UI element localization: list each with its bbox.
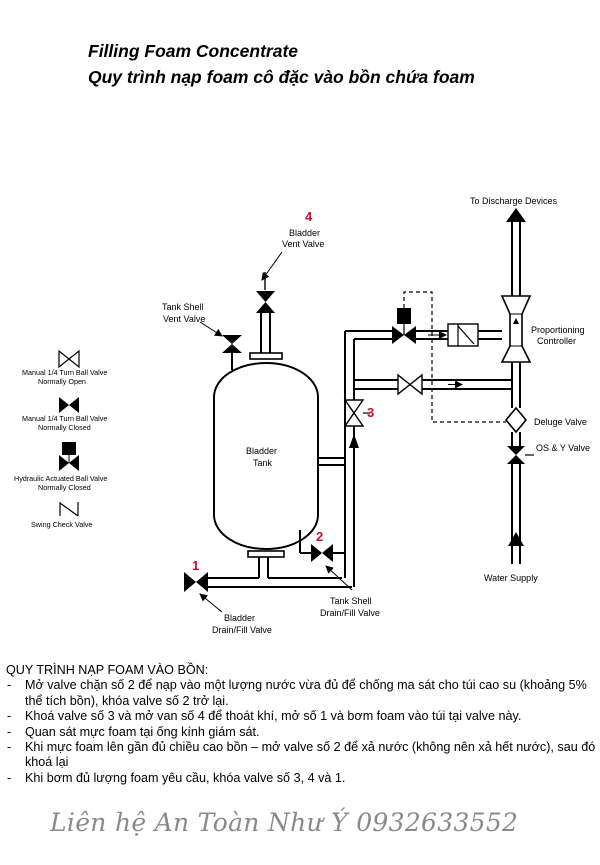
legend-hydraulic-valve-icon	[59, 442, 79, 471]
number-2: 2	[316, 529, 323, 544]
procedure-step: Khoá valve số 3 và mở van số 4 để thoát …	[6, 709, 596, 725]
bottom-nozzle	[206, 465, 355, 588]
procedure-step: Mở valve chặn số 2 để nạp vào một lượng …	[6, 678, 596, 709]
label-discharge: To Discharge Devices	[470, 196, 558, 206]
deluge-valve-icon[interactable]	[504, 406, 528, 434]
label-proportioning: Proportioning	[531, 325, 585, 335]
label-drain-fill: Drain/Fill Valve	[212, 625, 272, 635]
legend-open-line1: Manual 1/4 Turn Ball Valve	[22, 368, 107, 377]
valve-2-icon[interactable]	[299, 530, 345, 562]
water-to-tank-line	[354, 379, 512, 390]
pointer-arrow	[325, 565, 353, 591]
water-supply-pipe	[508, 362, 524, 564]
label-vent-valve: Vent Valve	[282, 239, 324, 249]
label-bladder: Bladder	[246, 446, 277, 456]
legend-open-line2: Normally Open	[38, 377, 86, 386]
top-nozzle	[249, 312, 283, 360]
normally-open-valve-icon[interactable]	[397, 373, 423, 396]
legend: Manual 1/4 Turn Ball Valve Normally Open…	[14, 349, 107, 529]
label-vent-bladder: Bladder	[289, 228, 320, 238]
legend-closed-valve-icon	[59, 397, 79, 413]
legend-check-valve-icon	[59, 502, 79, 517]
procedure-step: Khi mực foam lên gần đủ chiều cao bồn – …	[6, 740, 596, 771]
foam-concentrate-line	[344, 330, 502, 465]
legend-hydraulic-line2: Normally Closed	[38, 483, 91, 492]
pointer-arrow	[199, 321, 223, 337]
pointer-arrow	[199, 593, 223, 613]
label-tank-shell: Tank Shell	[162, 302, 204, 312]
legend-check-label: Swing Check Valve	[31, 520, 92, 529]
label-shell-drain: Tank Shell	[330, 596, 372, 606]
procedure-section: QUY TRÌNH NẠP FOAM VÀO BỒN: Mở valve chặ…	[6, 663, 596, 787]
valve-3-icon[interactable]	[343, 399, 370, 427]
diagram-subtitle: Quy trình nạp foam cô đặc vào bồn chứa f…	[88, 67, 475, 87]
proportioning-controller	[500, 295, 532, 363]
label-deluge: Deluge Valve	[534, 417, 587, 427]
contact-watermark: Liên hệ An Toàn Như Ý 0932633552	[50, 808, 519, 837]
label-osy: OS & Y Valve	[536, 443, 590, 453]
osy-valve-icon[interactable]	[507, 446, 534, 464]
label-drain-bladder: Bladder	[224, 613, 255, 623]
diagram-title: Filling Foam Concentrate	[88, 41, 299, 61]
label-shell-drain-fill: Drain/Fill Valve	[320, 608, 380, 618]
label-tank: Tank	[253, 458, 273, 468]
procedure-title: QUY TRÌNH NẠP FOAM VÀO BỒN:	[6, 663, 209, 677]
legend-closed-line1: Manual 1/4 Turn Ball Valve	[22, 414, 107, 423]
label-water-supply: Water Supply	[484, 573, 538, 583]
procedure-step: Khi bơm đủ lượng foam yêu cầu, khóa valv…	[6, 771, 596, 787]
legend-hydraulic-line1: Hydraulic Actuated Ball Valve	[14, 474, 107, 483]
valve-4-icon[interactable]	[256, 291, 275, 313]
number-4: 4	[305, 209, 313, 224]
piping-diagram: To Discharge Devices Proportioning Contr…	[14, 196, 590, 635]
discharge-pipe	[506, 208, 526, 296]
pointer-arrow	[261, 251, 283, 281]
valve-1-icon[interactable]	[184, 572, 208, 592]
legend-closed-line2: Normally Closed	[38, 423, 91, 432]
hydraulic-sensing-line	[403, 291, 506, 423]
number-1: 1	[192, 558, 199, 573]
swing-check-valve-icon[interactable]	[436, 323, 484, 347]
procedure-step: Quan sát mực foam tại ống kính giám sát.	[6, 725, 596, 741]
tank-side-pipe	[316, 457, 345, 466]
number-3: 3	[367, 405, 374, 420]
legend-open-valve-icon	[58, 349, 80, 369]
label-controller: Controller	[537, 336, 576, 346]
hydraulic-ball-valve-icon[interactable]	[392, 308, 416, 344]
label-shell-vent: Vent Valve	[163, 314, 205, 324]
bladder-tank	[213, 362, 319, 550]
procedure-steps: Mở valve chặn số 2 để nạp vào một lượng …	[6, 678, 596, 786]
shell-vent-valve-icon[interactable]	[222, 335, 242, 370]
